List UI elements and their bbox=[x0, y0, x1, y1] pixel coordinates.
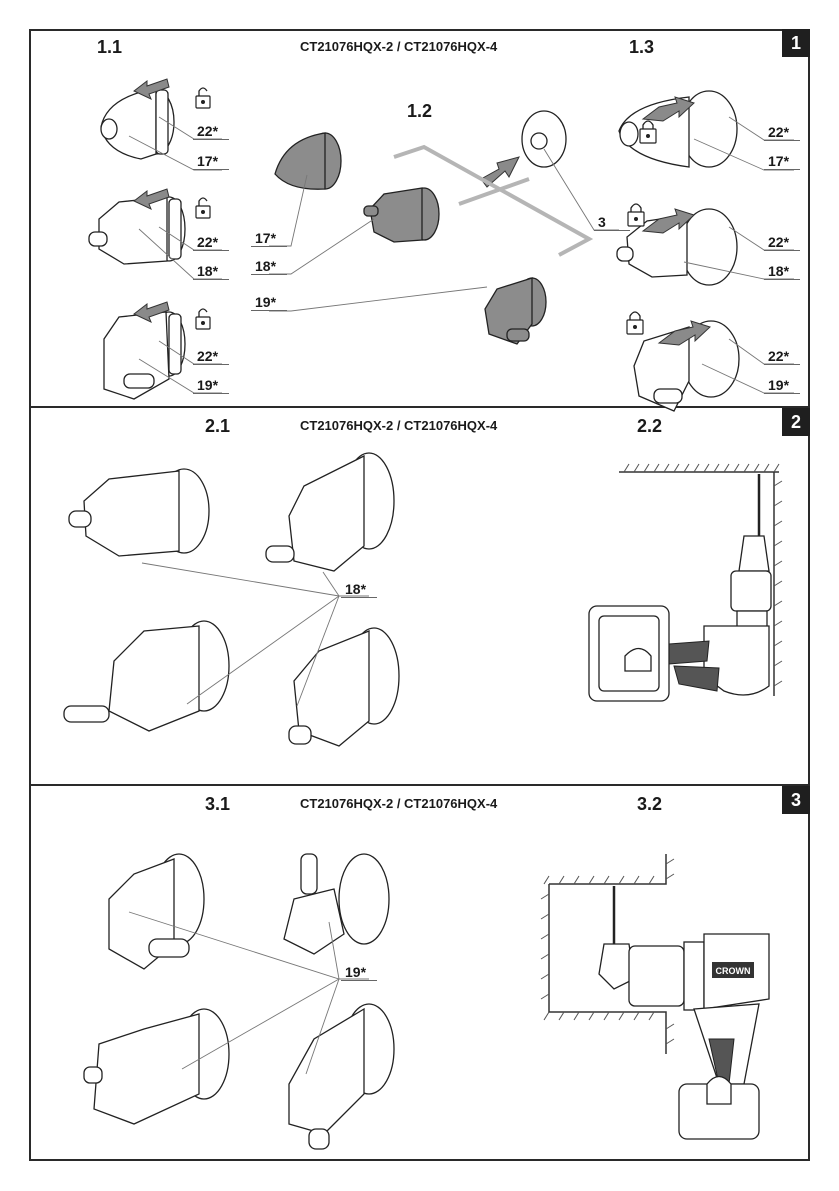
hex-adapter-part bbox=[288, 627, 400, 747]
hex-adapter-part-grey bbox=[363, 187, 440, 243]
wall-hatch-corner bbox=[619, 463, 783, 696]
section-badge: 1 bbox=[782, 29, 810, 57]
callout-19: 19* bbox=[193, 378, 229, 394]
figure-label-1-1: 1.1 bbox=[97, 37, 123, 57]
callout-17: 17* bbox=[764, 154, 800, 170]
callout-18: 18* bbox=[251, 259, 287, 275]
figure-label-3-2: 3.2 bbox=[637, 794, 663, 814]
right-angle-adapter-part bbox=[83, 1008, 230, 1125]
section-badge: 2 bbox=[782, 408, 810, 436]
arrow-right-icon bbox=[641, 208, 695, 234]
lock-closed-icon bbox=[626, 311, 644, 335]
lock-open-icon bbox=[195, 197, 211, 219]
figure-3-illustration: CROWN bbox=[83, 853, 770, 1150]
hex-adapter-part bbox=[88, 196, 186, 265]
hex-adapter-part bbox=[63, 620, 230, 732]
model-title: CT21076HQX-2 / CT21076HQX-4 bbox=[300, 796, 498, 811]
callout-22: 22* bbox=[764, 349, 800, 365]
callout-18: 18* bbox=[341, 582, 377, 598]
section-2: 2 2.1 CT21076HQX-2 / CT21076HQX-4 2.2 bbox=[29, 406, 810, 785]
drill-chuck-part-grey bbox=[274, 132, 342, 190]
page-frame bbox=[29, 29, 810, 1161]
callout-17: 17* bbox=[193, 154, 229, 170]
right-angle-adapter-part bbox=[288, 1003, 395, 1150]
figure-label-2-2: 2.2 bbox=[637, 416, 663, 436]
callout-22: 22* bbox=[764, 235, 800, 251]
callout-22: 22* bbox=[193, 235, 229, 251]
callout-18: 18* bbox=[764, 264, 800, 280]
figure-2-illustration bbox=[63, 452, 783, 747]
figure-label-1-2: 1.2 bbox=[407, 101, 433, 121]
drill-driver-right-angle: CROWN bbox=[598, 886, 770, 1140]
section-divider bbox=[29, 406, 810, 408]
arrow-left-icon bbox=[133, 188, 170, 210]
lock-open-icon bbox=[195, 308, 211, 330]
right-angle-adapter-part bbox=[103, 311, 186, 400]
drill-chuck-part bbox=[618, 90, 738, 168]
wall-hatch-recess bbox=[540, 854, 675, 1054]
arrow-right-icon bbox=[641, 96, 695, 122]
right-angle-adapter-part bbox=[283, 853, 390, 955]
hex-adapter-part bbox=[68, 468, 210, 557]
drill-chuck-part bbox=[100, 89, 175, 160]
lock-closed-icon bbox=[639, 120, 657, 144]
section-1: 1 1.1 CT21076HQX-2 / CT21076HQX-4 1.2 1.… bbox=[29, 29, 810, 412]
lock-open-icon bbox=[195, 87, 211, 109]
arrow-right-icon bbox=[657, 320, 711, 346]
right-angle-adapter-part-grey bbox=[484, 277, 547, 345]
figure-label-3-1: 3.1 bbox=[205, 794, 231, 814]
figure-label-1-3: 1.3 bbox=[629, 37, 655, 57]
figure-1-illustration bbox=[88, 78, 794, 412]
callout-19: 19* bbox=[251, 295, 287, 311]
model-title: CT21076HQX-2 / CT21076HQX-4 bbox=[300, 418, 498, 433]
hex-adapter-part bbox=[265, 452, 395, 572]
drill-driver-vertical bbox=[588, 474, 772, 702]
section-divider bbox=[29, 784, 810, 786]
arrow-left-icon bbox=[133, 78, 170, 100]
arrow-left-icon bbox=[133, 301, 170, 323]
callout-19: 19* bbox=[341, 965, 377, 981]
callout-22: 22* bbox=[764, 125, 800, 141]
section-badge: 3 bbox=[782, 786, 810, 814]
callout-18: 18* bbox=[193, 264, 229, 280]
hex-adapter-part bbox=[616, 208, 738, 286]
right-angle-adapter-part bbox=[633, 320, 740, 412]
lock-closed-icon bbox=[627, 203, 645, 227]
callout-3: 3 bbox=[594, 215, 630, 231]
callout-22: 22* bbox=[193, 349, 229, 365]
figure-label-2-1: 2.1 bbox=[205, 416, 231, 436]
section-3: 3 3.1 CT21076HQX-2 / CT21076HQX-4 3.2 bbox=[29, 784, 810, 1161]
callout-22: 22* bbox=[193, 124, 229, 140]
right-angle-adapter-part bbox=[108, 853, 205, 970]
callout-19: 19* bbox=[764, 378, 800, 394]
callout-17: 17* bbox=[251, 231, 287, 247]
drill-collar-part bbox=[521, 110, 567, 168]
model-title: CT21076HQX-2 / CT21076HQX-4 bbox=[300, 39, 498, 54]
brand-label: CROWN bbox=[716, 966, 751, 976]
